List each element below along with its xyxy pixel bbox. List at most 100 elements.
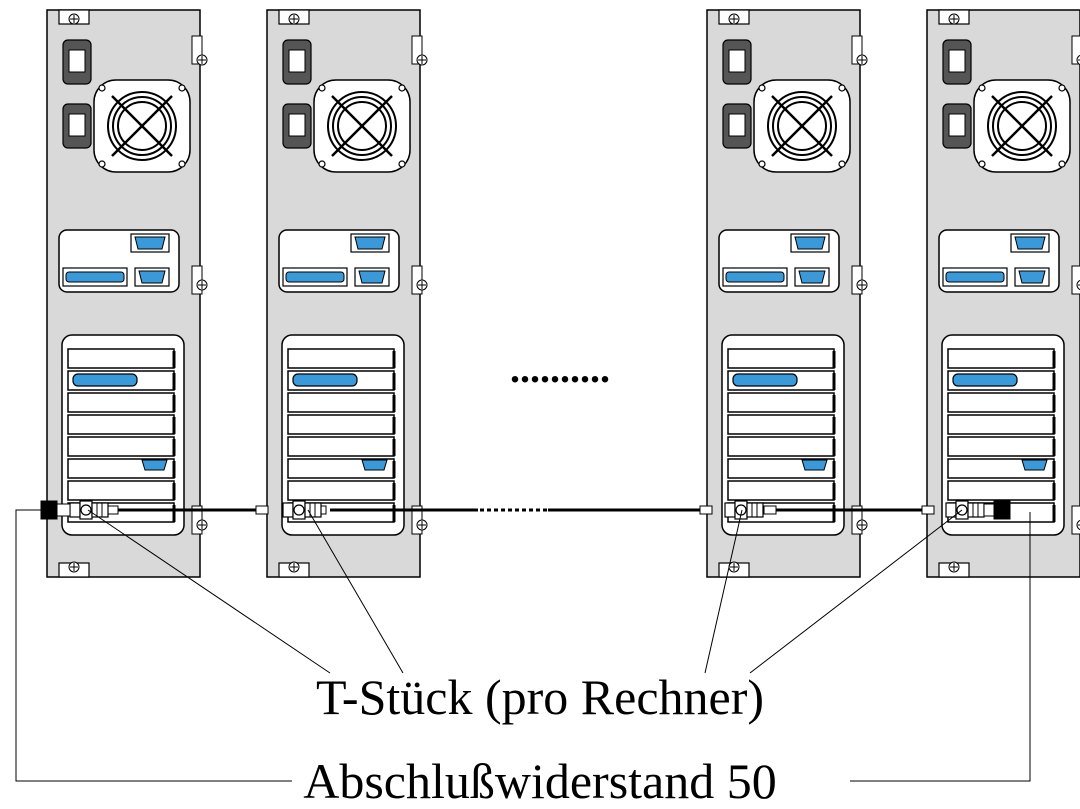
inlet-inner <box>948 113 966 137</box>
card-dsub-icon <box>1021 459 1048 471</box>
fan-screw <box>758 160 766 168</box>
slot-cover <box>727 392 835 413</box>
card-dsub-icon <box>141 459 168 471</box>
slot-cover <box>67 480 175 501</box>
dsub-connector-icon <box>134 236 166 250</box>
slot-cover <box>67 414 175 435</box>
slot-cover <box>727 436 835 457</box>
leader-lines-group <box>15 509 1031 782</box>
cable-end <box>921 505 935 515</box>
dsub-connector-icon <box>794 236 826 250</box>
inlet-inner <box>68 113 86 137</box>
side-tab <box>851 35 863 65</box>
slot-cover <box>287 436 395 457</box>
t-piece-left <box>282 502 294 518</box>
ellipsis-dots: .......... <box>510 346 610 391</box>
slot-cover <box>287 480 395 501</box>
fan-screw <box>318 160 326 168</box>
slot-cover <box>727 348 835 369</box>
fan-screw <box>98 84 106 92</box>
cable-end <box>699 505 713 515</box>
outlet-inner <box>288 49 306 73</box>
fan-ring <box>327 91 397 161</box>
computer-case-2 <box>266 9 428 578</box>
fan-screw <box>98 160 106 168</box>
outlet-inner <box>728 49 746 73</box>
fan-grill <box>111 95 173 157</box>
leader-line-terminator-right <box>850 512 1031 782</box>
fan-screw <box>398 160 406 168</box>
fan-screw <box>978 160 986 168</box>
leader-line-tpiece <box>704 509 743 674</box>
t-piece-left <box>945 502 957 518</box>
parallel-port-icon <box>65 271 125 283</box>
t-piece-2 <box>282 500 322 520</box>
outlet-inner <box>68 49 86 73</box>
slot-cover <box>67 436 175 457</box>
dsub-connector-icon <box>1014 236 1046 250</box>
t-piece-1 <box>69 500 109 520</box>
t-piece-right <box>967 502 985 518</box>
dsub-connector-icon <box>358 270 386 284</box>
fan-screw <box>178 84 186 92</box>
terminator-left-neck <box>56 503 71 517</box>
side-tab <box>1071 505 1080 535</box>
slot-cover <box>727 480 835 501</box>
slot-cover <box>947 348 1055 369</box>
fan-ring <box>332 96 392 156</box>
serial-card-connector-icon <box>732 373 798 387</box>
computer-case-3 <box>706 9 868 578</box>
side-tab <box>411 35 423 65</box>
slot-cover <box>947 392 1055 413</box>
cable-end <box>255 505 269 515</box>
outlet-inner <box>948 49 966 73</box>
fan-ring <box>772 96 832 156</box>
fan-ring <box>117 101 167 151</box>
leader-line-terminator-left <box>15 509 292 782</box>
fan-ring <box>107 91 177 161</box>
slot-cover <box>947 414 1055 435</box>
fan-grill <box>331 95 393 157</box>
fan-screw <box>398 84 406 92</box>
card-dsub-icon <box>361 459 388 471</box>
fan-screw <box>978 84 986 92</box>
side-tab <box>191 35 203 65</box>
side-tab <box>1071 35 1080 65</box>
fan-screw <box>178 160 186 168</box>
slot-cover <box>947 436 1055 457</box>
serial-card-connector-icon <box>952 373 1018 387</box>
fan-ring <box>997 101 1047 151</box>
fan-screw <box>1058 160 1066 168</box>
dsub-connector-icon <box>1018 270 1046 284</box>
t-piece-right <box>91 502 109 518</box>
leader-line-tpiece <box>87 509 331 674</box>
computer-case-1 <box>46 9 208 578</box>
fan-ring <box>992 96 1052 156</box>
parallel-port-icon <box>725 271 785 283</box>
fan-screw <box>838 160 846 168</box>
fan-ring <box>987 91 1057 161</box>
t-piece-right <box>304 502 322 518</box>
leader-line-tpiece <box>307 509 404 674</box>
dsub-connector-icon <box>798 270 826 284</box>
t-piece-3 <box>724 500 764 520</box>
slot-cover <box>947 480 1055 501</box>
fan-screw <box>838 84 846 92</box>
fan-ring <box>112 96 172 156</box>
terminator-right-icon <box>993 500 1011 520</box>
inlet-inner <box>728 113 746 137</box>
serial-card-connector-icon <box>292 373 358 387</box>
cable-end <box>763 505 777 515</box>
terminator-right-neck <box>983 503 995 517</box>
slot-cover <box>727 414 835 435</box>
fan-grill <box>771 95 833 157</box>
t-piece-nut <box>293 504 305 516</box>
slot-cover <box>287 392 395 413</box>
fan-screw <box>758 84 766 92</box>
terminator-label-text: Abschlußwiderstand 50 <box>303 753 777 809</box>
fan-ring <box>767 91 837 161</box>
inlet-inner <box>288 113 306 137</box>
dsub-connector-icon <box>138 270 166 284</box>
